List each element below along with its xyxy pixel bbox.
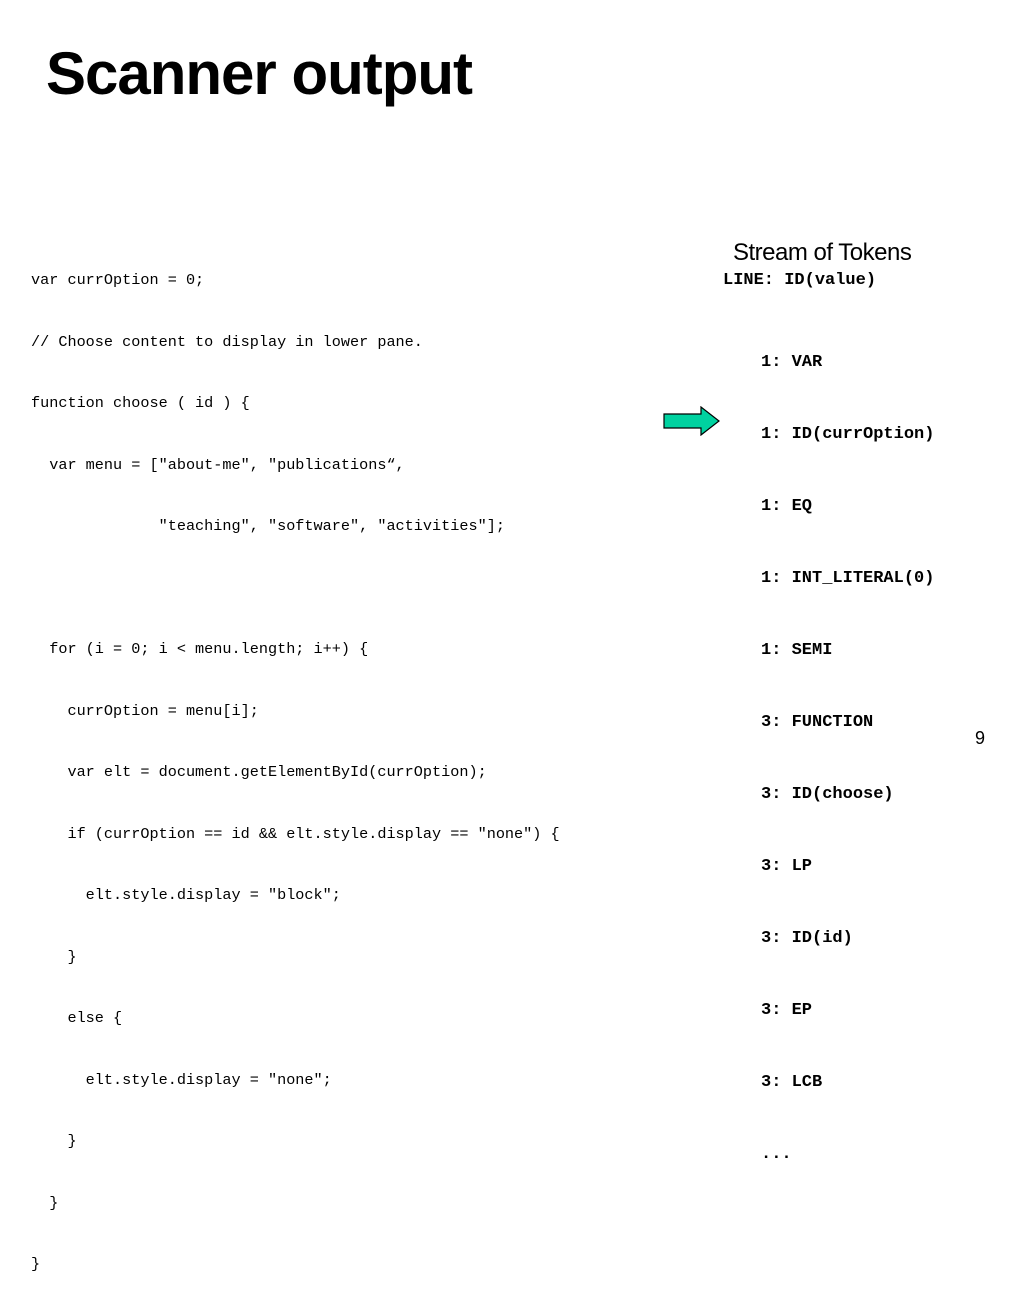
token-item: 3: EP [761,1001,813,1020]
code-line: var menu = ["about-me", "publications“, [31,455,405,474]
code-line: var elt = document.getElementById(currOp… [31,763,487,781]
slide-title: Scanner output [46,40,473,107]
code-line: } [31,1132,77,1150]
code-line: elt.style.display = "block"; [31,886,341,904]
token-item: ... [761,1145,792,1164]
code-line: "teaching", "software", "activities"]; [31,517,505,535]
token-item: 1: SEMI [761,641,833,660]
code-line: if (currOption == id && elt.style.displa… [31,824,560,843]
token-item: 3: LP [761,857,813,876]
token-item: 1: VAR [761,353,823,372]
code-line: elt.style.display = "none"; [31,1070,332,1089]
code-line: function choose ( id ) { [31,394,250,412]
code-line: else { [31,1009,123,1027]
token-item: 1: ID(currOption) [761,425,935,444]
code-line: } [31,1193,59,1212]
source-code-block: var currOption = 0; // Choose content to… [31,229,560,1295]
token-item: 3: FUNCTION [761,713,874,732]
code-line: // Choose content to display in lower pa… [31,332,423,351]
token-item: 1: EQ [761,497,813,516]
code-line: currOption = menu[i]; [31,701,259,720]
token-item: 3: LCB [761,1073,823,1092]
tokens-heading: Stream of Tokens [733,239,912,266]
token-item: 1: INT_LITERAL(0) [761,569,935,588]
token-item: 3: ID(choose) [761,785,894,804]
code-line: } [31,1255,41,1273]
token-item: 3: ID(id) [761,929,853,948]
right-arrow-icon [663,406,720,436]
token-format-label: LINE: ID(value) [723,271,877,290]
code-line: } [31,947,77,966]
token-list: 1: VAR 1: ID(currOption) 1: EQ 1: INT_LI… [761,303,934,1191]
code-line [31,578,560,599]
code-line: var currOption = 0; [31,271,205,289]
code-line: for (i = 0; i < menu.length; i++) { [31,640,369,658]
page-number: 9 [975,728,986,748]
